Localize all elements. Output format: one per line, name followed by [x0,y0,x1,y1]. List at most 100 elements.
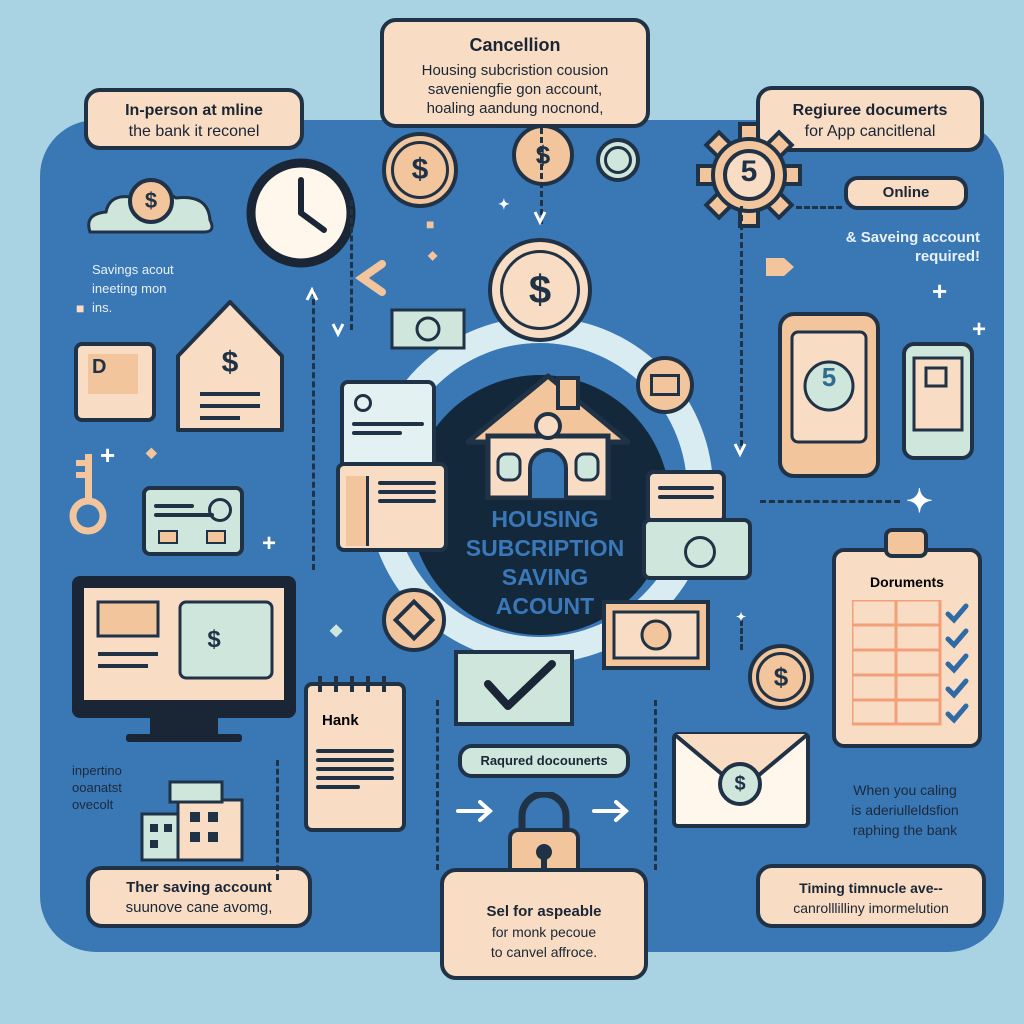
clipboard-clip-icon [884,528,928,558]
mint-coin-icon [596,138,640,182]
clipboard-title: Doruments [870,574,944,590]
right-dollar-symbol: $ [773,661,789,692]
connector-line [654,700,657,870]
in-person-deposit-line2: ooanatst [72,780,122,795]
sparkle-icon: ✦ [498,196,510,212]
cancellation-line2: saveniengfie gon account, [427,81,603,98]
small-dollar-coin-symbol: $ [535,139,551,170]
cloud-coin-icon: $ [128,178,174,224]
left-arrow-icon [355,260,386,296]
document-stack-bottom [336,462,448,552]
cloud-coin-symbol: $ [144,188,158,213]
center-title-line1: HOUSING [491,506,599,532]
connector-line [436,700,439,870]
savings-info-line2: ineeting mon [92,281,167,296]
sel-line2: for monk pecoue [491,924,597,940]
connector-line [740,206,743,446]
right-dollar-coin-icon: $ [748,644,814,710]
diamond-coin-icon [382,588,446,652]
house-dollar-icon [176,300,284,432]
down-arrow-icon [533,211,547,226]
timing-note: Timing timnucle ave-- canrolllilliny imo… [756,864,986,928]
square-icon: ■ [76,300,85,316]
savings-info-line1: Savings acout [92,262,174,277]
center-title-line2: SUBCRIPTION [465,535,625,561]
required-documents-note: Regiuree documerts for App cancitlenal [756,86,984,152]
sparkle-icon: ◆ [146,444,157,460]
phone-number: 5 [821,362,837,392]
phone-large-icon [778,312,880,478]
cancellation-line3: hoaling aandung nocnond, [426,100,604,117]
credit-card-icon [142,486,244,556]
when-calling-line2: is aderiulleldsfion [851,802,959,818]
ticket-icon [642,518,752,580]
savings-info-line3: ins. [92,300,113,315]
when-calling-line1: When you caling [853,782,957,798]
sparkle-icon: ◆ [428,248,438,262]
right-arrow-icon [766,258,794,276]
in-person-note: In-person at mline the bank it reconel [84,88,304,150]
small-dollar-coin-icon: $ [512,124,574,186]
connector-line [540,128,543,224]
receipt-icon [646,470,726,524]
connector-line [276,760,279,880]
their-saving-line2: suunove cane avomg, [125,899,273,916]
menu-coin-icon [636,356,694,414]
envelope-coin-symbol: $ [734,772,746,795]
cancellation-line1: Housing subcristion cousion [421,62,609,79]
notepad-icon: Hank [304,682,406,832]
monitor-icon [72,576,296,742]
notepad-label: Hank [322,712,359,729]
house-icon [465,373,631,500]
connector-line [796,206,842,209]
center-title-line4: ACOUNT [495,593,595,619]
arrows-icon [456,800,629,822]
gear-number: 5 [740,155,758,188]
in-person-line1: In-person at mline [125,102,263,119]
connector-line [760,500,900,503]
clipboard-icon: Doruments [832,548,982,748]
savings-info-text: Savings acout ineeting mon ins. [92,260,222,317]
required-documents-line1: Regiuree documerts [792,102,948,119]
sel-line1: Sel for aspeable [486,903,602,920]
in-person-deposit-line3: ovecolt [72,797,114,812]
dollar-coin-icon: $ [382,132,458,208]
notepad-rings-icon [318,676,386,692]
document-stack-top [340,380,436,470]
sparkle-icon: + [100,440,116,470]
banknote-icon [602,600,710,670]
when-calling-line3: raphing the bank [852,822,958,838]
key-icon [69,454,107,535]
required-documents-pill: Raqured docounerts [458,744,630,778]
their-saving-note: Ther saving account suunove cane avomg, [86,866,312,928]
center-title: HOUSING SUBCRIPTION SAVING ACOUNT [450,505,640,621]
phone-small-icon [902,342,974,460]
sparkle-icon: ✦ [906,483,933,519]
id-card-icon: D [74,342,156,422]
checklist-icon [852,600,969,726]
cancellation-title: Cancellion [469,35,561,55]
gear-icon [696,122,802,228]
up-arrow-icon [305,286,319,301]
down-arrow-icon [331,323,345,338]
timing-line1: Timing timnucle ave-- [799,880,943,896]
connector-line [740,620,743,650]
in-person-deposit-text: inpertino ooanatst ovecolt [72,762,182,813]
monitor-dollar-symbol: $ [207,626,221,653]
saving-required-line2: required! [914,248,980,265]
id-card-letter: D [92,356,107,378]
connector-line [312,290,315,570]
connector-line [350,200,353,330]
when-calling-text: When you caling is aderiulleldsfion raph… [820,780,990,840]
sparkle-icon: + [932,276,948,306]
sel-line3: to canvel affroce. [490,944,598,960]
their-saving-line1: Ther saving account [126,879,272,896]
down-arrow-icon [733,443,747,458]
cancellation-note: Cancellion Housing subcristion cousion s… [380,18,650,128]
envelope-coin-icon: $ [718,762,762,806]
center-dollar-symbol: $ [528,267,552,312]
in-person-line2: the bank it reconel [128,123,260,140]
in-person-deposit-line1: inpertino [72,763,122,778]
saving-required-line1: & Saveing account [845,229,980,246]
bank-building-icon [140,780,244,862]
